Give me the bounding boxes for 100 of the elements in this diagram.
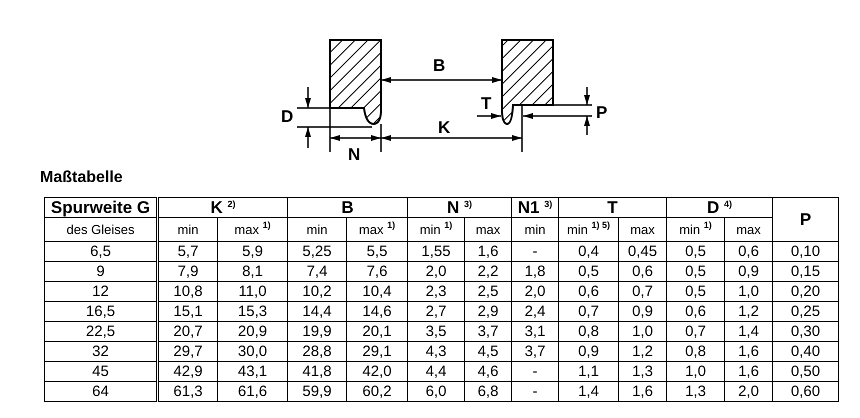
table-cell: 0,9 [618,302,666,322]
table-title: Maßtabelle [40,169,123,187]
table-cell: 1,3 [666,382,724,402]
dimension-label: N [348,146,360,163]
table-cell: 0,45 [618,242,666,262]
table-cell: 2,3 [408,282,464,302]
table-cell: 32 [44,342,158,362]
table-cell: 19,9 [288,322,346,342]
subheader-cell: max $^{1)}$ [346,218,408,242]
table-cell: 0,25 [772,302,838,322]
dimension-label: D [281,108,294,125]
subheader-cell: min $^{1)}$ [666,218,724,242]
table-cell: 12 [44,282,158,302]
table-cell: 7,6 [346,262,408,282]
table-cell: 4,5 [464,342,512,362]
header-cell: Spurweite G [44,198,158,218]
subheader-cell: des Gleises [44,218,158,242]
table-cell: 1,8 [512,262,558,282]
table-cell: 0,5 [666,242,724,262]
table-cell: 0,9 [724,262,772,282]
table-cell: 5,9 [218,242,288,262]
subheader-cell: max $^{1)}$ [218,218,288,242]
table-cell: 2,9 [464,302,512,322]
table-cell: 0,4 [558,242,618,262]
table-cell: 1,6 [464,242,512,262]
header-cell: K $^{2)}$ [158,198,288,218]
table-cell: 3,5 [408,322,464,342]
table-cell: 0,20 [772,282,838,302]
table-cell: 0,7 [666,322,724,342]
subheader-cell: min $^{1)}$ [408,218,464,242]
table-cell: 6,0 [408,382,464,402]
table-cell: 1,0 [666,362,724,382]
table-cell: 6,5 [44,242,158,262]
table-cell: 1,6 [618,382,666,402]
table-cell: 5,25 [288,242,346,262]
table-cell: 8,1 [218,262,288,282]
table-cell: 2,0 [512,282,558,302]
table-cell: 4,6 [464,362,512,382]
table-cell: 0,15 [772,262,838,282]
table-cell: 0,60 [772,382,838,402]
table-cell: 30,0 [218,342,288,362]
table-cell: 16,5 [44,302,158,322]
table-cell: 0,5 [666,282,724,302]
header-cell: D $^{4)}$ [666,198,772,218]
table-cell: 2,5 [464,282,512,302]
table-cell: 59,9 [288,382,346,402]
table-cell: 2,7 [408,302,464,322]
table-cell: 0,5 [666,262,724,282]
table-cell: 42,0 [346,362,408,382]
table-cell: 1,2 [724,302,772,322]
table-cell: 1,3 [618,362,666,382]
table-cell: 4,3 [408,342,464,362]
table-cell: 0,7 [618,282,666,302]
table-cell: 2,4 [512,302,558,322]
table-cell: 5,7 [158,242,218,262]
table-cell: 0,6 [558,282,618,302]
dimension-label: B [433,57,446,74]
table-cell: 11,0 [218,282,288,302]
table-cell: 61,3 [158,382,218,402]
table-cell: 0,50 [772,362,838,382]
table-cell: 6,8 [464,382,512,402]
table-cell: 20,1 [346,322,408,342]
table-cell: 7,9 [158,262,218,282]
table-cell: 1,6 [724,362,772,382]
table-cell: - [512,382,558,402]
table-cell: 1,2 [618,342,666,362]
table-cell: 0,30 [772,322,838,342]
table-cell: 45 [44,362,158,382]
header-cell: P [772,198,838,242]
table-cell: 61,6 [218,382,288,402]
table-cell: 3,7 [464,322,512,342]
table-cell: 64 [44,382,158,402]
header-cell: N1 $^{3)}$ [512,198,558,218]
table-cell: 0,6 [724,242,772,262]
table-cell: 14,6 [346,302,408,322]
table-cell: 4,4 [408,362,464,382]
subheader-cell: max [464,218,512,242]
dimension-label: T [481,95,492,112]
subheader-cell: min [158,218,218,242]
table-cell: 7,4 [288,262,346,282]
table-cell: 10,4 [346,282,408,302]
table-cell: 0,40 [772,342,838,362]
table-cell: 14,4 [288,302,346,322]
table-cell: 1,6 [724,342,772,362]
subheader-cell: max [618,218,666,242]
table-cell: 3,1 [512,322,558,342]
table-cell: 29,1 [346,342,408,362]
table-cell: 1,1 [558,362,618,382]
header-cell: B [288,198,408,218]
table-cell: 15,1 [158,302,218,322]
table-cell: 60,2 [346,382,408,402]
header-cell: T [558,198,666,218]
subheader-cell: min [512,218,558,242]
table-cell: 1,55 [408,242,464,262]
table-cell: 0,8 [558,322,618,342]
table-cell: 10,2 [288,282,346,302]
table-cell: 29,7 [158,342,218,362]
table-cell: 20,9 [218,322,288,342]
table-cell: 9 [44,262,158,282]
table-cell: - [512,362,558,382]
